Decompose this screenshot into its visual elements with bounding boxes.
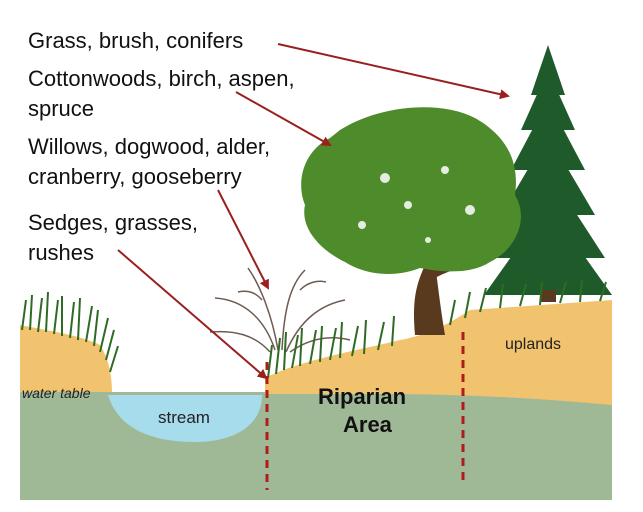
left-bank-soil <box>20 325 112 392</box>
deciduous-tree <box>301 107 521 335</box>
arrow-sedges <box>117 249 268 380</box>
label-riparian-line2: Area <box>343 412 392 437</box>
conifer-tree <box>484 45 612 302</box>
label-conifers: Grass, brush, conifers <box>28 28 244 53</box>
label-stream: stream <box>158 408 210 427</box>
arrow-shrubs <box>217 189 269 290</box>
label-deciduous-line1: Cottonwoods, birch, aspen, <box>28 66 295 91</box>
arrow-conifers <box>277 43 510 100</box>
label-sedges-line2: rushes <box>28 240 95 265</box>
callout-arrows <box>117 43 510 380</box>
riparian-grass <box>267 279 607 379</box>
label-uplands: uplands <box>505 336 562 353</box>
label-water-table: water table <box>22 385 91 401</box>
arrow-deciduous <box>235 91 332 146</box>
label-riparian-line1: Riparian <box>318 384 407 409</box>
label-deciduous-line2: spruce <box>28 96 95 121</box>
stream-water <box>108 395 262 442</box>
label-shrubs-line1: Willows, dogwood, alder, <box>28 134 271 159</box>
groundwater-layer <box>20 392 612 500</box>
label-shrubs-line2: cranberry, gooseberry <box>28 164 242 189</box>
riparian-soil <box>265 300 612 405</box>
left-bank-grass <box>21 291 119 373</box>
label-sedges-line1: Sedges, grasses, <box>28 210 198 235</box>
